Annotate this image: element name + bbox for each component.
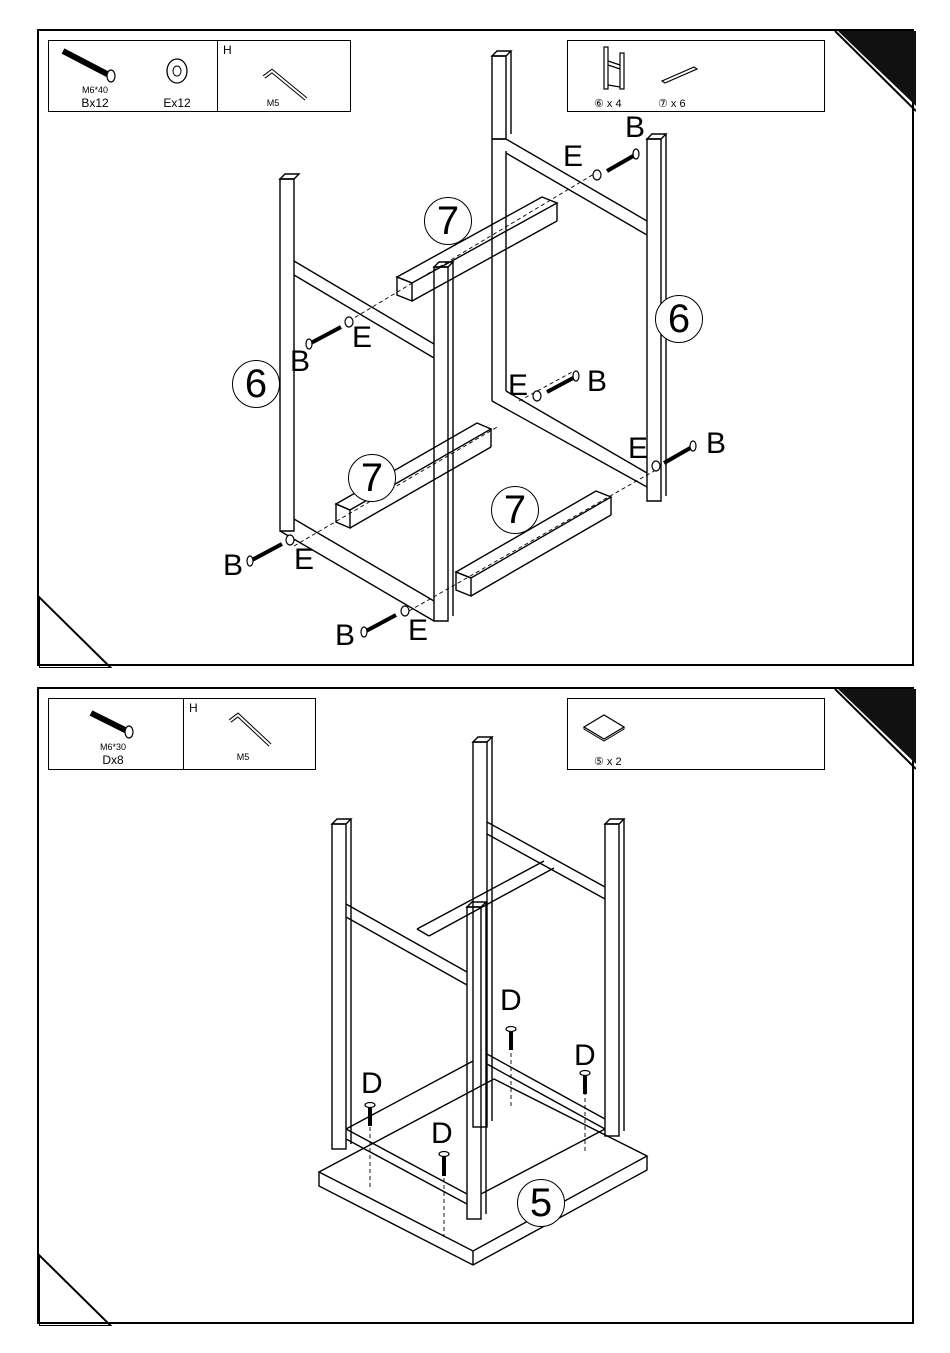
- panel-quantity: ⑤ x 2: [594, 755, 622, 768]
- bolt-quantity: Bx12: [65, 96, 125, 110]
- hardware-parts-box: M6*40 Bx12 Ex12 H M5: [48, 40, 351, 112]
- bolt-spec: M6*30: [83, 742, 143, 752]
- bolt-spec: M6*40: [65, 85, 125, 95]
- bolt-b-icon: [593, 149, 639, 180]
- bolt-b-icon: [652, 441, 696, 471]
- label-b: B: [290, 347, 310, 377]
- step-2-panel: M6*30 Dx8 H M5 ⑤ x 2 5 D D D D: [37, 687, 914, 1324]
- part-6-callout: 6: [655, 295, 703, 343]
- screw-d-icon: [580, 1071, 590, 1095]
- label-b: B: [706, 429, 726, 459]
- washer-quantity: Ex12: [147, 96, 207, 110]
- corner-tab-bottom-left: [39, 1255, 111, 1326]
- bolt-b-icon: [533, 371, 579, 401]
- components-parts-box: ⑤ x 2: [567, 698, 825, 770]
- bolt-cell: M6*30 Dx8: [49, 699, 183, 769]
- label-e: E: [563, 142, 583, 172]
- corner-tab-top-right: [838, 31, 916, 106]
- leg-right: [605, 819, 624, 1136]
- label-b: B: [223, 551, 243, 581]
- label-d: D: [431, 1119, 453, 1149]
- label-e: E: [508, 371, 528, 401]
- frame-assembly-illustration: [39, 31, 916, 668]
- label-e: E: [408, 616, 428, 646]
- bolt-b-icon: [247, 535, 294, 566]
- part-7-callout: 7: [348, 454, 396, 502]
- label-e: E: [628, 434, 648, 464]
- screw-d-icon: [439, 1152, 449, 1177]
- hardware-parts-box: M6*30 Dx8 H M5: [48, 698, 316, 770]
- label-d: D: [574, 1041, 596, 1071]
- label-d: D: [361, 1069, 383, 1099]
- tool-cell: H M5: [183, 699, 315, 769]
- bolt-icon: [49, 41, 217, 91]
- bolt-quantity: Dx8: [83, 753, 143, 767]
- corner-tab-bottom-left: [39, 597, 111, 668]
- screw-d-icon: [506, 1027, 516, 1051]
- tool-size: M5: [218, 752, 268, 762]
- leg-left: [332, 819, 351, 1149]
- components-parts-box: ⑥ x 4 ⑦ x 6: [567, 40, 825, 112]
- base-panel-assembly-illustration: [39, 689, 916, 1326]
- step-1-panel: M6*40 Bx12 Ex12 H M5 ⑥ x 4 ⑦ x 6: [37, 29, 914, 666]
- label-e: E: [352, 323, 372, 353]
- label-b: B: [587, 367, 607, 397]
- bolt-b-icon: [361, 606, 409, 637]
- corner-tab-top-right: [838, 689, 916, 764]
- leg-front: [467, 902, 486, 1219]
- label-b: B: [335, 621, 355, 651]
- rail-quantity: ⑦ x 6: [658, 97, 686, 110]
- part-7-callout: 7: [491, 486, 539, 534]
- part-5-callout: 5: [517, 1179, 565, 1227]
- label-e: E: [294, 545, 314, 575]
- bolt-washer-cell: M6*40 Bx12 Ex12: [49, 41, 217, 111]
- part-7-callout: 7: [424, 197, 472, 245]
- tool-cell: H M5: [217, 41, 350, 111]
- tool-size: M5: [248, 98, 298, 108]
- bolt-b-icon: [306, 317, 353, 349]
- part-6-callout: 6: [232, 360, 280, 408]
- leg-back: [473, 737, 492, 1127]
- label-b: B: [625, 113, 645, 143]
- label-d: D: [500, 986, 522, 1016]
- rail-top: [397, 197, 557, 301]
- frame-quantity: ⑥ x 4: [594, 97, 622, 110]
